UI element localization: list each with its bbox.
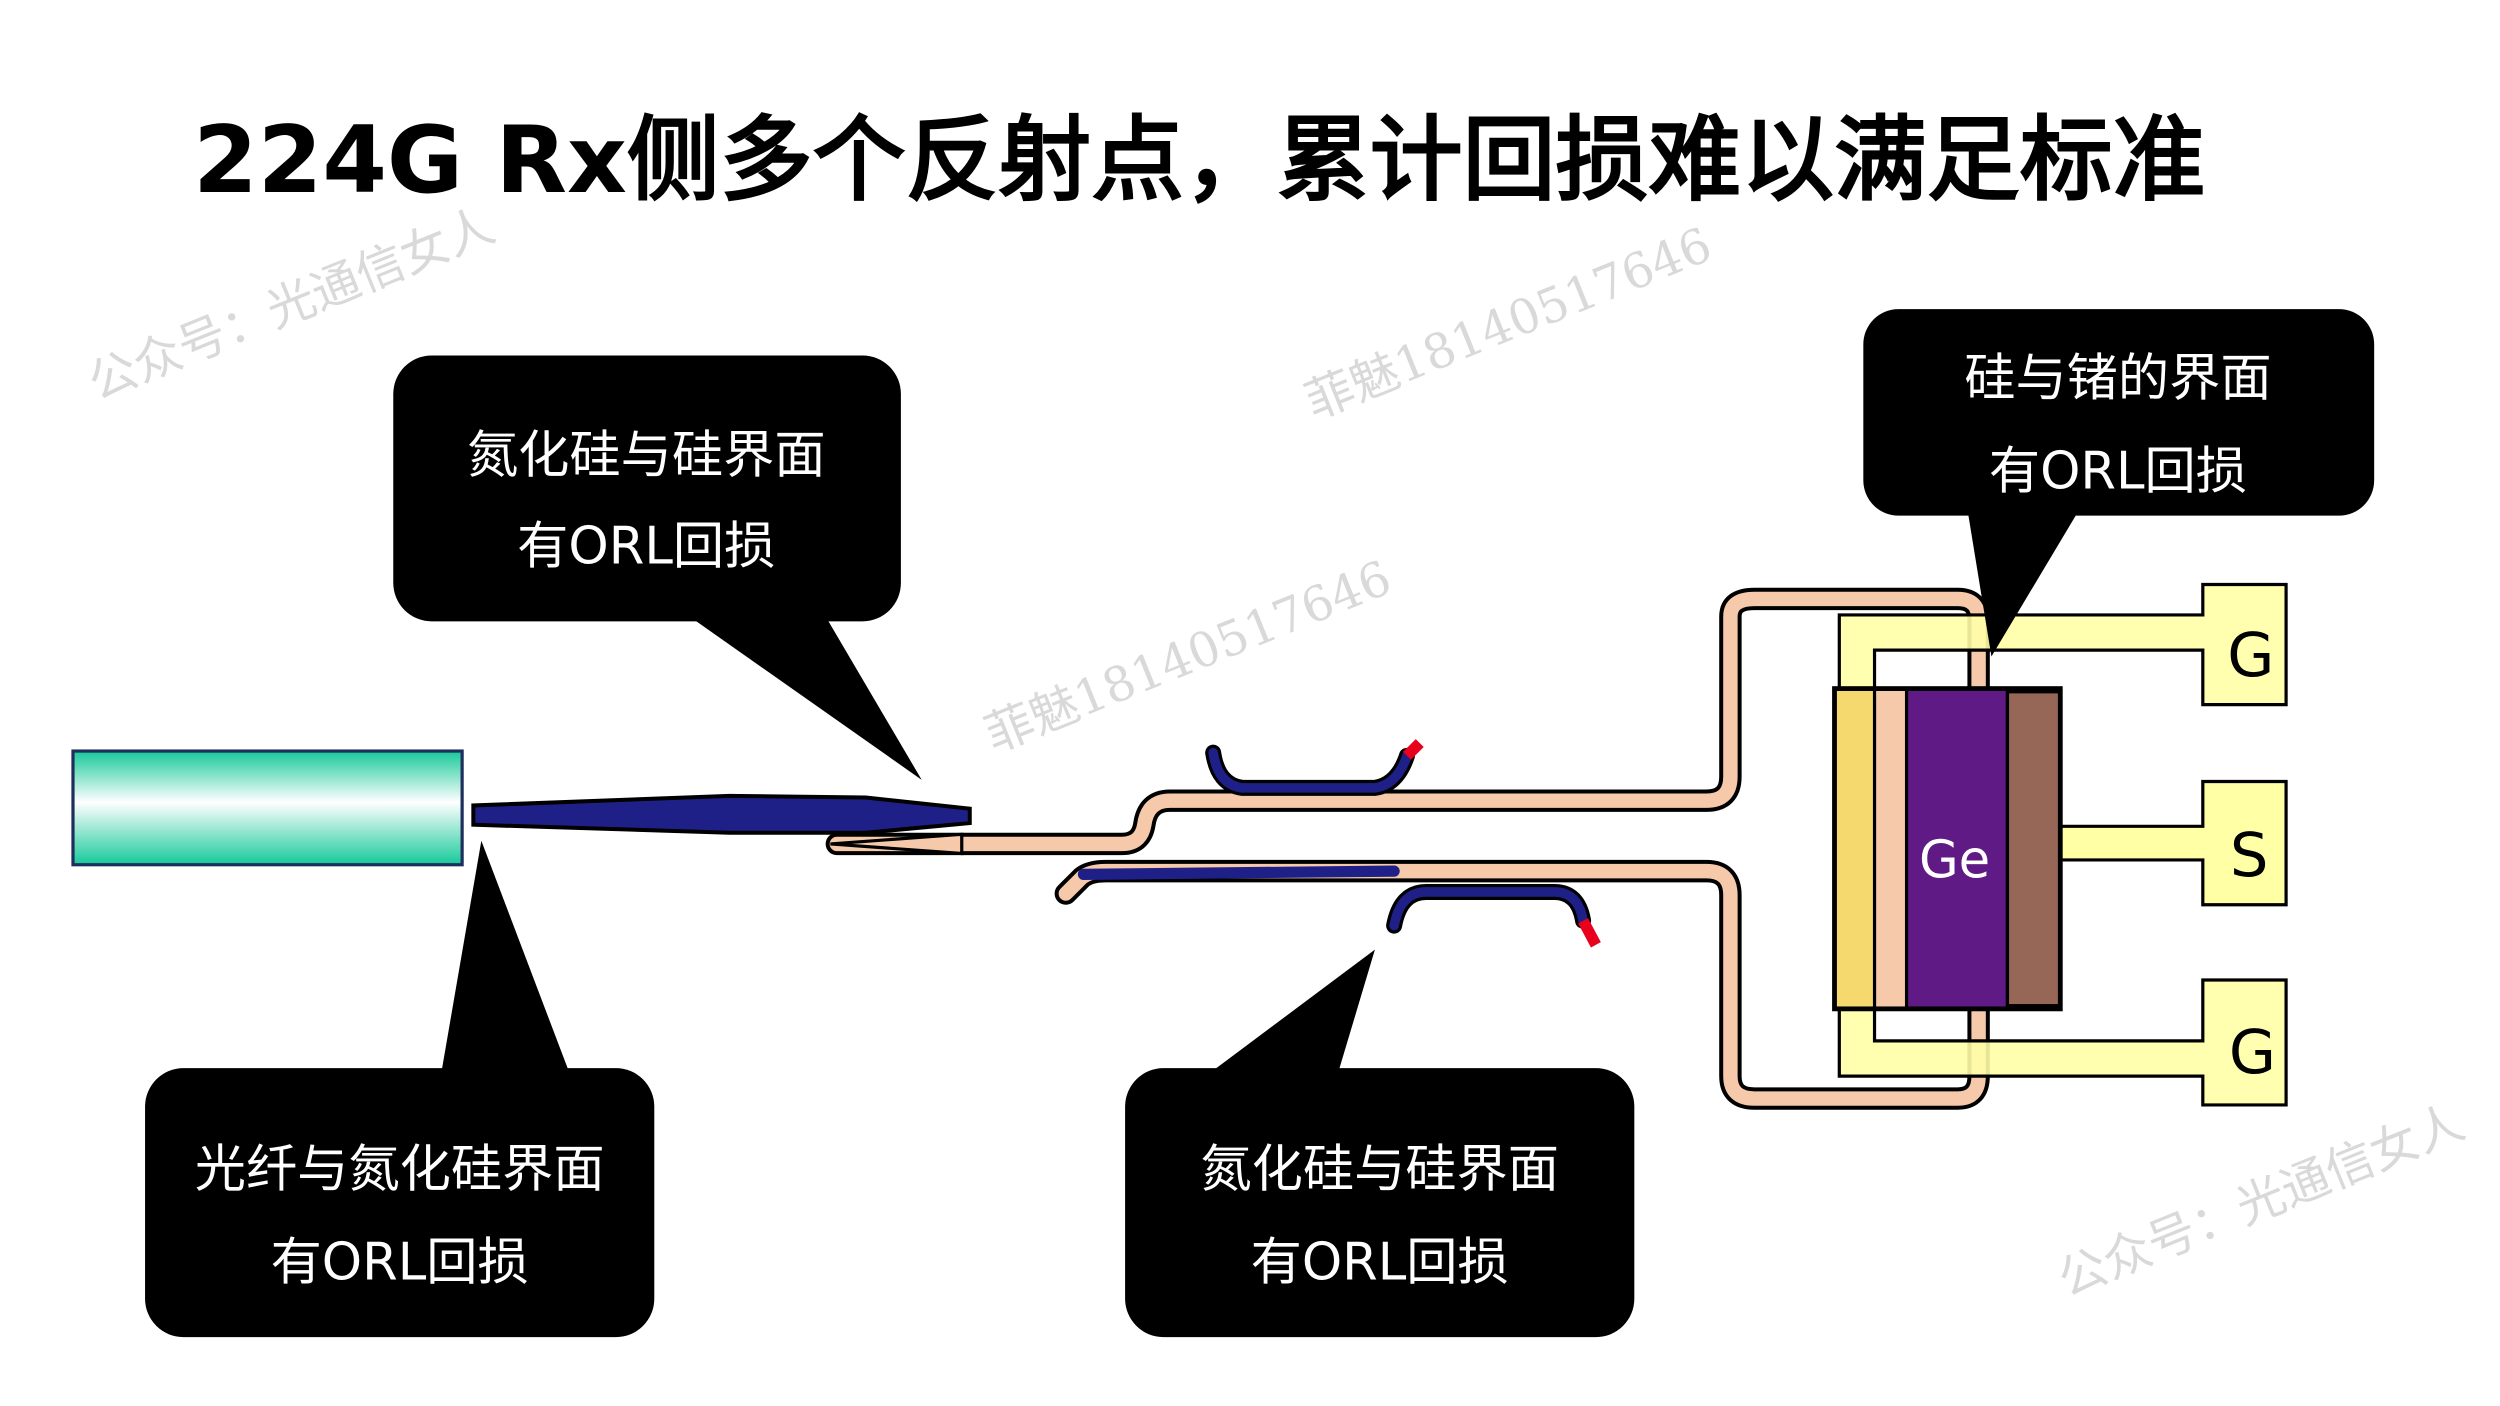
electrode-s: S <box>2058 779 2288 907</box>
sin-taper <box>471 793 972 835</box>
pad-label-s: S <box>2230 821 2269 891</box>
callout-fiber-sin: 光纤与氮化硅界面 有ORL回损 <box>145 840 655 1338</box>
callout-text: 光纤与氮化硅界面 <box>195 1140 605 1200</box>
pad-label-g-top: G <box>2227 621 2274 691</box>
callout-sin-si-bottom: 氮化硅与硅界面 有ORL回损 <box>1125 949 1635 1338</box>
optical-fiber <box>71 749 464 867</box>
silicon-waveguide-lower <box>1054 859 1990 1110</box>
ge-photodetector: Ge <box>1832 686 2063 1012</box>
callout-sin-si-top: 氮化硅与硅界面 有ORL回损 <box>393 355 922 780</box>
callout-si-ge: 硅与锗的界面 有ORL回损 <box>1863 309 2375 657</box>
watermark: 菲魅18140517646 <box>977 550 1399 764</box>
callout-text: 硅与锗的界面 <box>1964 349 2271 409</box>
silicon-waveguide-upper <box>825 587 1990 856</box>
waveguide-tip <box>830 832 964 856</box>
ge-label: Ge <box>1919 831 1990 891</box>
pad-label-g-bottom: G <box>2229 1018 2276 1088</box>
callout-text: 有ORL回损 <box>517 517 775 577</box>
watermark: 公众号：光通信女人 <box>2050 1094 2472 1308</box>
callout-text: 有ORL回损 <box>1251 1232 1509 1292</box>
callout-text: 有ORL回损 <box>1989 441 2247 501</box>
page-title: 224G Rx侧多个反射点，累计回损难以满足标准 <box>193 106 2205 214</box>
callout-text: 氮化硅与硅界面 <box>467 425 826 485</box>
watermark: 菲魅18140517646 <box>1298 217 1720 431</box>
heater-upper <box>1205 739 1424 796</box>
heater-lower <box>1386 883 1601 948</box>
callout-text: 氮化硅与硅界面 <box>1200 1140 1559 1200</box>
callout-text: 有ORL回损 <box>271 1232 529 1292</box>
